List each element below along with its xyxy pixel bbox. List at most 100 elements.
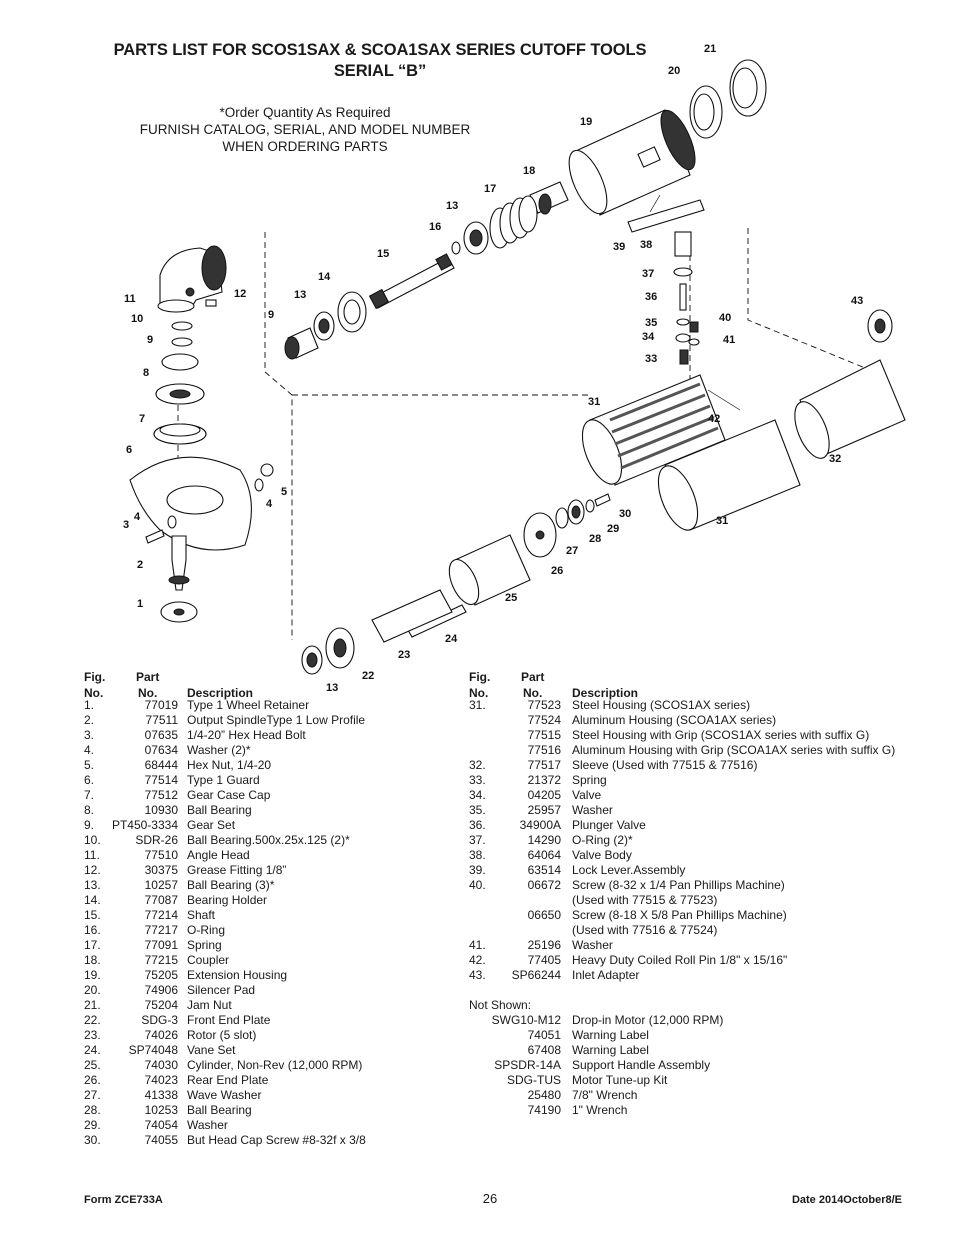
fig-number: 40. [469,878,486,892]
fig-number: 23. [84,1028,101,1042]
callout-30: 30 [619,508,631,520]
fig-number: 25. [84,1058,101,1072]
part-number: 77512 [144,788,178,802]
part-33-spring [679,349,689,365]
part-number: 74055 [144,1133,178,1147]
part-description: Rear End Plate [187,1073,269,1087]
callout-8: 8 [143,367,149,379]
part-description: Screw (8-32 x 1/4 Pan Phillips Machine) [572,878,785,892]
part-25-cylinder [448,534,531,606]
part-26-rear-end-plate [523,512,557,558]
fig-number: 17. [84,938,101,952]
part-number: 07634 [144,743,178,757]
fig-number: 42. [469,953,486,967]
callout-21: 21 [704,43,716,55]
fig-number: 6. [84,773,95,787]
callout-43: 43 [851,295,863,307]
callout-6: 6 [126,444,132,456]
fig-number: 41. [469,938,486,952]
part-description: Plunger Valve [572,818,646,832]
part-number: 77217 [144,923,178,937]
callout-27: 27 [566,545,578,557]
callout-12: 12 [234,288,246,300]
part-number: 74054 [144,1118,178,1132]
fig-number: 27. [84,1088,101,1102]
fig-number: 20. [84,983,101,997]
fig-number: 12. [84,863,101,877]
part-number: SPSDR-14A [494,1058,561,1072]
fig-number: 33. [469,773,486,787]
callout-labels: 21 20 19 18 17 13 16 15 14 13 12 11 10 9… [123,43,863,694]
part-description: Spring [572,773,607,787]
callout-10: 10 [131,313,143,325]
fig-number: 28. [84,1103,101,1117]
part-number: 25957 [527,803,561,817]
part-32-sleeve [794,359,906,459]
part-number: 74051 [527,1028,561,1042]
part-number: 04205 [527,788,561,802]
part-description: Valve Body [572,848,632,862]
part-description: 1" Wrench [572,1103,628,1117]
callout-5: 5 [281,486,287,498]
part-number: 41338 [144,1088,178,1102]
callout-4: 4 [134,511,141,523]
part-description: Spring [187,938,222,952]
part-number: 75204 [144,998,178,1012]
part-description: Bearing Holder [187,893,268,907]
part-description: Inlet Adapter [572,968,640,982]
callout-15: 15 [377,248,389,260]
part-number: 77516 [527,743,561,757]
part-number: 77214 [144,908,178,922]
fig-number: 29. [84,1118,101,1132]
fig-number: 8. [84,803,95,817]
part-18-coupler [529,181,569,215]
part-41-washer [688,338,700,346]
fig-number: 13. [84,878,101,892]
callout-11: 11 [124,293,136,305]
part-number: 77523 [527,698,561,712]
callout-22: 22 [362,670,374,682]
part-12-grease-fitting [205,299,217,307]
fig-number: 19. [84,968,101,982]
part-number: 34900A [519,818,561,832]
header-description: Description [187,686,254,700]
fig-number: 24. [84,1043,101,1057]
callout-20: 20 [668,65,680,77]
part-number: 10930 [144,803,178,817]
part-number: 74026 [144,1028,178,1042]
part-number: 10253 [144,1103,178,1117]
part-number: 77405 [527,953,561,967]
part-number: 77510 [144,848,178,862]
part-10-bearing [171,321,193,347]
part-description: Shaft [187,908,216,922]
callout-13: 13 [326,682,338,694]
part-description: Sleeve (Used with 77515 & 77516) [572,758,758,772]
part-number: 68444 [144,758,178,772]
callout-38: 38 [640,239,652,251]
part-description: Ball Bearing.500x.25x.125 (2)* [187,833,350,847]
part-description: Jam Nut [187,998,232,1012]
fig-number: 18. [84,953,101,967]
part-description: Drop-in Motor (12,000 RPM) [572,1013,724,1027]
part-3-hex-head-bolt [145,529,165,544]
part-30-cap-screw [594,493,611,507]
part-number: 77511 [145,713,178,727]
document-date: Date 2014October8/E [791,1194,902,1206]
part-number: 77514 [144,773,178,787]
part-number: 74906 [144,983,178,997]
callout-9: 9 [147,334,153,346]
header-description: Description [572,686,639,700]
part-description: 1/4-20” Hex Head Bolt [187,728,306,742]
part-31-housing-with-grip [657,419,801,531]
part-description: Washer (2)* [187,743,251,757]
fig-number: 34. [469,788,486,802]
callout-39: 39 [613,241,625,253]
part-description: Grease Fitting 1/8” [187,863,287,877]
page-title-line1: PARTS LIST FOR SCOS1SAX & SCOA1SAX SERIE… [113,41,647,59]
order-note-line1: *Order Quantity As Required [219,105,391,120]
callout-42: 42 [708,413,720,425]
part-2-output-spindle [168,535,190,591]
part-number: 74023 [144,1073,178,1087]
fig-number: 5. [84,758,95,772]
part-description: Motor Tune-up Kit [572,1073,668,1087]
